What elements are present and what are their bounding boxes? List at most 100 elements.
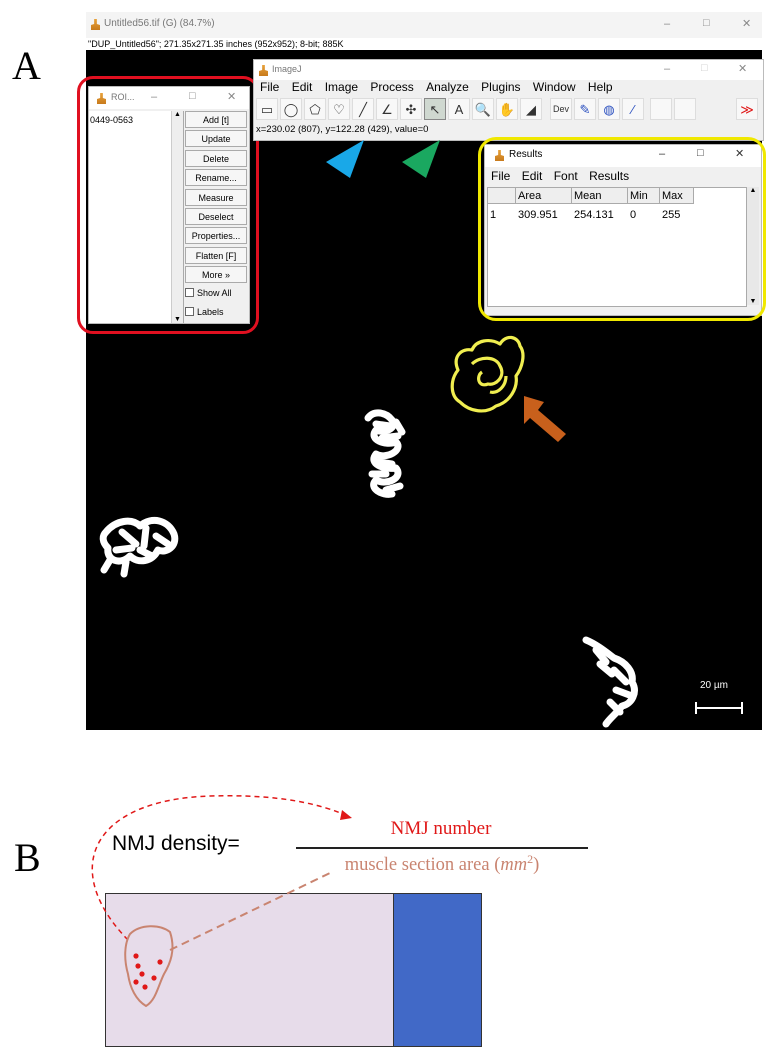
line-tool-icon[interactable]: ╱ [352,98,374,120]
text-tool-icon[interactable]: A [448,98,470,120]
results-header-area[interactable]: Area [516,188,572,204]
developer-menu-icon[interactable]: Dev [550,98,572,120]
roi-flatten-button[interactable]: Flatten [F] [185,247,247,264]
results-menu-font[interactable]: Font [553,169,578,183]
close-icon[interactable]: ✕ [227,91,237,103]
show-all-checkbox[interactable]: Show All [185,288,232,298]
results-cell-min: 0 [630,209,637,221]
close-icon[interactable]: ✕ [735,148,745,160]
nmj-dots [133,953,163,990]
menu-image[interactable]: Image [324,80,359,94]
close-icon[interactable]: ✕ [742,18,752,30]
menu-help[interactable]: Help [587,80,613,94]
labels-checkbox[interactable]: Labels [185,307,224,317]
menu-edit[interactable]: Edit [291,80,313,94]
formula-label: NMJ density= [112,832,240,855]
scroll-up-icon[interactable]: ▲ [174,111,181,118]
roi-outline [450,335,525,413]
roi-delete-button[interactable]: Delete [185,150,247,167]
point-tool-icon[interactable]: ✣ [400,98,422,120]
maximize-icon[interactable]: □ [189,90,196,102]
menu-window[interactable]: Window [532,80,576,94]
menu-plugins[interactable]: Plugins [481,80,521,94]
magnifier-tool-icon[interactable]: 🔍 [472,98,494,120]
results-window[interactable]: Results – □ ✕ File Edit Font Results Are… [484,144,762,316]
roi-list[interactable]: 0449-0563 [89,111,184,323]
menu-analyze[interactable]: Analyze [426,80,469,94]
image-window-titlebar[interactable]: Untitled56.tif (G) (84.7%) – □ ✕ [86,12,762,38]
roi-more-button[interactable]: More » [185,266,247,283]
menu-process[interactable]: Process [370,80,414,94]
adjacent-region [393,893,482,1047]
minimize-icon[interactable]: – [664,18,671,30]
panel-b-annotations [91,794,352,1008]
image-info-bar: "DUP_Untitled56"; 271.35x271.35 inches (… [86,38,762,50]
minimize-icon[interactable]: – [151,91,158,103]
results-cell-area: 309.951 [518,209,558,221]
oval-tool-icon[interactable]: ◯ [280,98,302,120]
nmj-blob-left [99,516,179,578]
freehand-tool-icon[interactable]: ♡ [328,98,350,120]
minimize-icon[interactable]: – [659,148,666,160]
results-header-min[interactable]: Min [628,188,660,204]
results-scrollbar[interactable]: ▲ ▼ [747,187,759,305]
roi-update-button[interactable]: Update [185,130,247,147]
results-titlebar[interactable]: Results – □ ✕ [485,145,761,167]
imagej-menubar[interactable]: File Edit Image Process Analyze Plugins … [254,80,616,96]
roi-add-button[interactable]: Add [t] [185,111,247,128]
menu-file[interactable]: File [260,80,280,94]
arrow-tool-icon[interactable]: ⁄ [622,98,644,120]
nmj-blob-bottom-right [582,636,638,728]
roi-manager-highlight [77,76,259,334]
results-menu-results[interactable]: Results [589,169,630,183]
polygon-tool-icon[interactable]: ⬠ [304,98,326,120]
results-header-index[interactable] [488,188,516,204]
angle-tool-icon[interactable]: ∠ [376,98,398,120]
roi-measure-button[interactable]: Measure [185,189,247,206]
roi-rename-button[interactable]: Rename... [185,169,247,186]
empty-tool-slot-icon[interactable] [650,98,672,120]
scale-bar [695,702,743,714]
empty-tool-slot-icon[interactable] [674,98,696,120]
maximize-icon[interactable]: □ [701,62,708,74]
maximize-icon[interactable]: □ [697,147,704,159]
imagej-icon [259,65,268,76]
image-window-title: Untitled56.tif (G) (84.7%) [104,18,215,29]
minimize-icon[interactable]: – [664,63,671,75]
more-tools-icon[interactable]: ≫ [736,98,758,120]
roi-manager-title: ROI... [111,92,135,102]
scroll-up-icon[interactable]: ▲ [749,187,757,194]
results-menu-file[interactable]: File [491,169,511,183]
wand-tool-pointer-arrow [402,140,440,178]
roi-properties-button[interactable]: Properties... [185,227,247,244]
close-icon[interactable]: ✕ [738,63,748,75]
roi-list-scrollbar[interactable]: ▲ ▼ [171,111,183,323]
results-table[interactable]: Area Mean Min Max 1 309.951 254.131 0 25… [487,187,747,307]
hand-tool-icon[interactable]: ✋ [496,98,518,120]
imagej-titlebar[interactable]: ImageJ – □ ✕ [254,60,763,80]
pencil-tool-icon[interactable]: ✎ [574,98,596,120]
muscle-outline [124,925,174,1008]
nmj-blob-center [364,409,406,498]
roi-manager-window[interactable]: ROI... – □ ✕ 0449-0563 ▲ ▼ Add [t] Updat… [88,86,250,324]
formula-numerator: NMJ number [390,818,492,839]
results-menu-edit[interactable]: Edit [521,169,543,183]
dropper-tool-icon[interactable]: ◢ [520,98,542,120]
roi-list-item[interactable]: 0449-0563 [90,115,134,125]
panel-label-a: A [12,43,41,88]
denominator-link-line [169,871,333,951]
panel-label-b: B [14,835,41,880]
roi-deselect-button[interactable]: Deselect [185,208,247,225]
imagej-main-window[interactable]: ImageJ – □ ✕ File Edit Image Process Ana… [253,59,764,141]
scroll-down-icon[interactable]: ▼ [749,298,757,305]
fluorescence-image[interactable] [86,50,762,730]
results-menubar[interactable]: File Edit Font Results [485,169,631,183]
wand-tool-icon[interactable]: ↖ [424,98,446,120]
results-header-max[interactable]: Max [660,188,694,204]
scroll-down-icon[interactable]: ▼ [174,316,181,323]
results-header-mean[interactable]: Mean [572,188,628,204]
brush-tool-icon[interactable]: ◍ [598,98,620,120]
maximize-icon[interactable]: □ [703,17,710,29]
roi-manager-titlebar[interactable]: ROI... – □ ✕ [89,87,249,109]
rectangle-tool-icon[interactable]: ▭ [256,98,278,120]
